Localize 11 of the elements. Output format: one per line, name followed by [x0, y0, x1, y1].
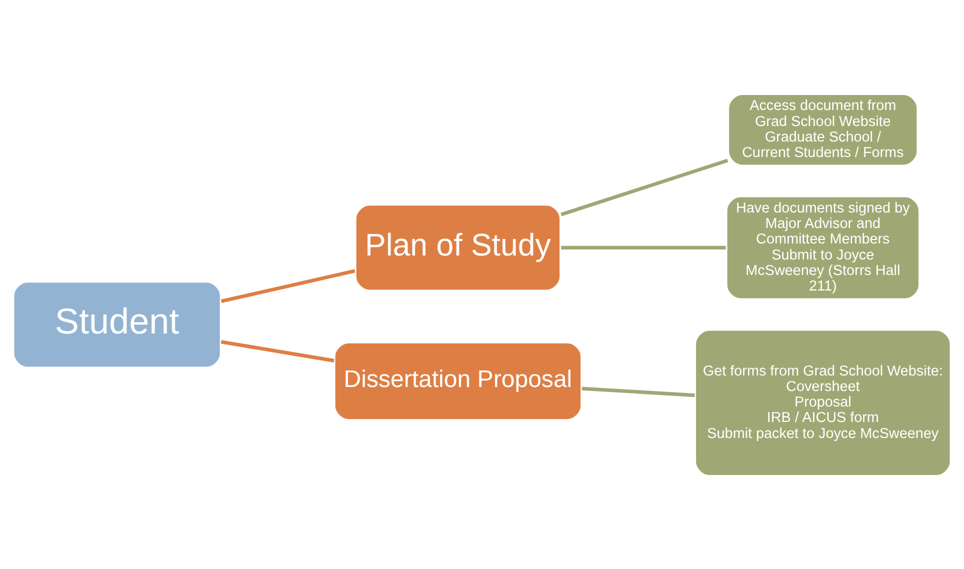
node-box: Student: [12, 280, 222, 369]
connector: [220, 268, 356, 303]
connector: [560, 158, 728, 216]
node-box: Get forms from Grad School Website: Coversheet Proposal IRB / AICUS form Submit packet to Joyce McSweeney: [694, 328, 952, 477]
connector: [582, 386, 695, 397]
connector: [220, 340, 334, 362]
node-box: Dissertation Proposal: [332, 340, 583, 421]
node-box: Plan of Study: [354, 202, 562, 292]
node-box: Access document from Grad School Website Graduate School / Current Students / Forms: [726, 92, 920, 167]
connector: [561, 245, 726, 250]
node-box: Have documents signed by Major Advisor and Committee Members Submit to Joyce McSweeney (Storrs Hall 211): [724, 194, 921, 300]
